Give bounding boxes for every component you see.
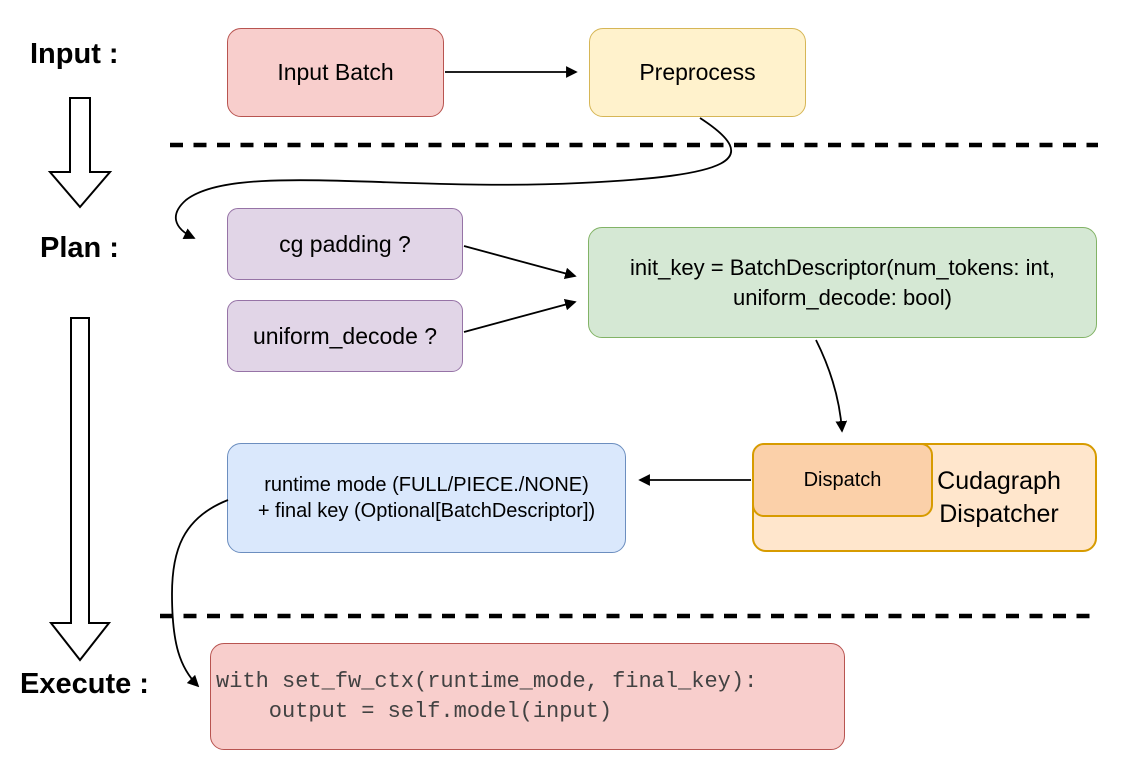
node-cg-padding: cg padding ? [227,208,463,280]
node-runtime-mode-line2: + final key (Optional[BatchDescriptor]) [257,500,596,522]
node-execute-code: with set_fw_ctx(runtime_mode, final_key)… [210,643,845,750]
execute-code-line1: with set_fw_ctx(runtime_mode, final_key)… [216,668,758,694]
node-runtime-mode-line1: runtime mode (FULL/PIECE./NONE) [264,473,589,496]
block-arrow-input-to-plan [47,97,113,209]
node-init-key-line1: init_key = BatchDescriptor(num_tokens: i… [630,255,1055,281]
node-cudagraph-dispatcher-line2: Dispatcher [939,499,1059,528]
node-dispatch-label: Dispatch [803,468,882,491]
arrow-init-key-to-dispatch [815,339,848,433]
node-uniform-decode: uniform_decode ? [227,300,463,372]
node-preprocess-label: Preprocess [639,59,756,86]
arrow-uniform-decode-to-init-key [463,298,577,333]
node-init-key: init_key = BatchDescriptor(num_tokens: i… [588,227,1097,338]
node-cudagraph-dispatcher-line1: Cudagraph [937,466,1061,495]
node-init-key-line2: uniform_decode: bool) [733,284,952,310]
node-input-batch: Input Batch [227,28,444,117]
node-cg-padding-label: cg padding ? [279,230,411,257]
stage-label-execute: Execute : [20,668,149,700]
stage-label-input: Input : [30,38,119,70]
arrow-cg-padding-to-init-key [463,245,577,280]
node-uniform-decode-label: uniform_decode ? [252,322,438,349]
node-preprocess: Preprocess [589,28,806,117]
node-dispatch: Dispatch [752,443,933,517]
stage-label-plan: Plan : [40,232,119,264]
node-input-batch-label: Input Batch [277,59,394,86]
execute-code-line2: output = self.model(input) [216,698,613,724]
node-runtime-mode-final-key: runtime mode (FULL/PIECE./NONE) + final … [227,443,626,553]
block-arrow-plan-to-execute [48,317,112,662]
